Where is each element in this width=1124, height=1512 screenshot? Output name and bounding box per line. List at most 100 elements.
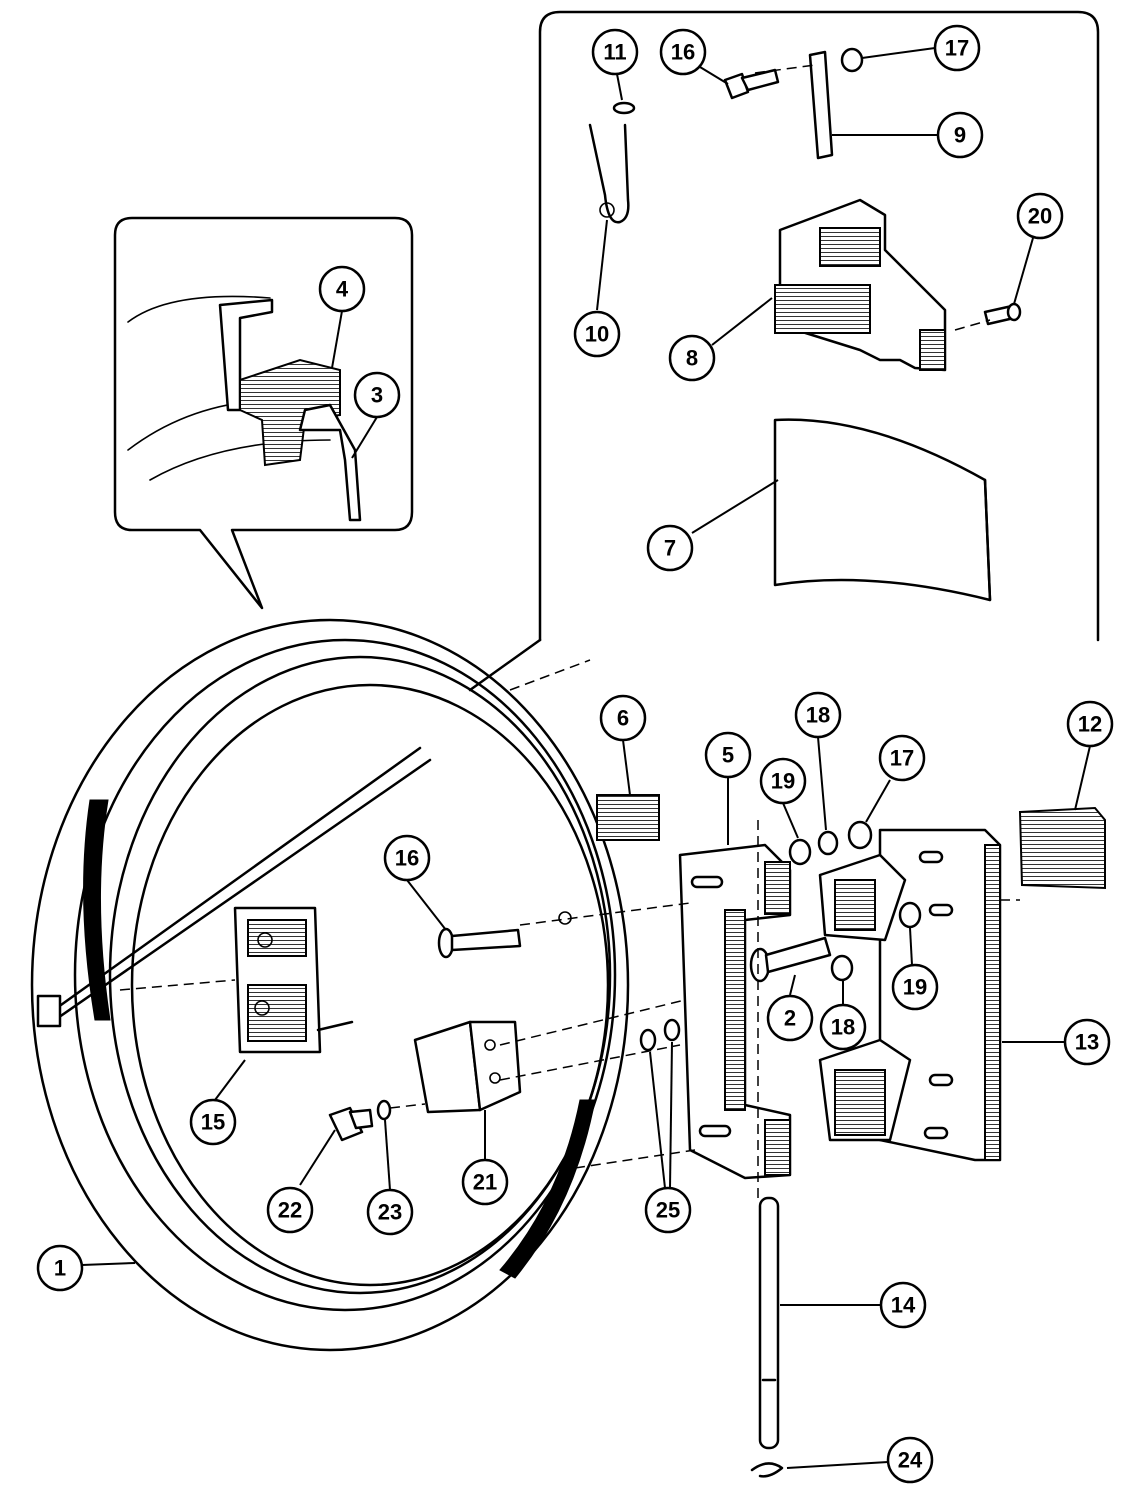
callout-20: 20	[1016, 192, 1064, 240]
callout-label: 9	[954, 123, 966, 148]
alignment-line-6	[499, 1044, 681, 1081]
hinge-pin	[758, 1196, 780, 1450]
pad-small	[596, 794, 660, 841]
hinge-arm	[678, 843, 792, 1180]
lock-block	[233, 906, 354, 1054]
latch-screw	[723, 68, 780, 100]
washer-left	[639, 1028, 657, 1052]
callout-label: 10	[585, 322, 609, 347]
callout-label: 23	[378, 1200, 402, 1225]
callout-2: 2	[766, 994, 814, 1042]
washer-right	[663, 1018, 681, 1042]
small-latch-screw	[983, 302, 1022, 326]
callout-23: 23	[366, 1188, 414, 1236]
latch-pin	[808, 50, 834, 160]
callout-label: 17	[890, 746, 914, 771]
callout-label: 13	[1075, 1030, 1099, 1055]
callout-3: 3	[353, 371, 401, 419]
lockwasher-18-top	[817, 830, 839, 856]
gasket-section-inset	[113, 216, 414, 610]
callout-label: 15	[201, 1110, 225, 1135]
callout-label: 19	[903, 975, 927, 1000]
alignment-line-8	[574, 1149, 696, 1169]
spring-clip-eye	[599, 202, 615, 218]
callout-7: 7	[646, 524, 694, 572]
detail-panel-frame	[538, 10, 1100, 642]
callout-label: 21	[473, 1170, 497, 1195]
small-screw	[328, 1106, 374, 1142]
mounting-bracket	[413, 1020, 522, 1114]
callout-label: 18	[806, 703, 830, 728]
alignment-line-2	[954, 319, 991, 331]
callout-label: 6	[617, 706, 629, 731]
callout-25: 25	[644, 1186, 692, 1234]
callout-22: 22	[266, 1186, 314, 1234]
callout-9: 9	[936, 111, 984, 159]
callout-19-top: 19	[759, 757, 807, 805]
callout-18-lower: 18	[819, 1003, 867, 1051]
callout-label: 8	[686, 346, 698, 371]
hinge-plate	[818, 828, 1002, 1162]
callout-label: 22	[278, 1198, 302, 1223]
retaining-clip	[750, 1462, 784, 1478]
callout-10: 10	[573, 310, 621, 358]
callout-label: 7	[664, 536, 676, 561]
callout-12: 12	[1066, 700, 1114, 748]
alignment-line-1	[754, 64, 816, 74]
washer-19-top	[788, 838, 812, 866]
latch-housing	[774, 198, 947, 372]
alignment-line-3	[519, 902, 691, 926]
hinge-screw	[749, 936, 832, 983]
callout-label: 5	[722, 743, 734, 768]
callout-label: 25	[656, 1198, 680, 1223]
callout-1: 1	[36, 1244, 84, 1292]
callout-5: 5	[704, 731, 752, 779]
door-ring	[30, 618, 630, 1352]
alignment-line-7	[389, 1103, 426, 1109]
callout-label: 18	[831, 1015, 855, 1040]
callout-label: 3	[371, 383, 383, 408]
handle-pad	[773, 418, 992, 602]
callout-label: 17	[945, 36, 969, 61]
callout-4: 4	[318, 265, 366, 313]
alignment-line-11	[509, 659, 591, 691]
callout-14: 14	[879, 1281, 927, 1329]
callout-17-latch: 17	[933, 24, 981, 72]
callout-18-top: 18	[794, 691, 842, 739]
spring-clip	[588, 123, 630, 224]
callout-label: 14	[891, 1293, 916, 1318]
latch-nut	[840, 47, 864, 73]
callout-24: 24	[886, 1436, 934, 1484]
small-ring	[612, 101, 636, 115]
washer-small	[376, 1099, 392, 1121]
callout-label: 24	[898, 1448, 923, 1473]
nut-17-top	[847, 820, 873, 850]
callout-8: 8	[668, 334, 716, 382]
callout-11: 11	[591, 28, 639, 76]
callout-16-door: 16	[383, 834, 431, 882]
callout-17-hinge: 17	[878, 734, 926, 782]
callout-label: 16	[671, 40, 695, 65]
callout-label: 16	[395, 846, 419, 871]
callout-label: 2	[784, 1006, 796, 1031]
callout-leaders	[81, 47, 1091, 1469]
callout-label: 19	[771, 769, 795, 794]
door-screw	[437, 927, 522, 959]
callout-16-latch: 16	[659, 28, 707, 76]
callout-label: 11	[603, 40, 626, 65]
alignment-line-4	[119, 979, 236, 991]
callout-15: 15	[189, 1098, 237, 1146]
callout-label: 12	[1078, 712, 1102, 737]
pad-large	[1018, 806, 1106, 890]
callout-6: 6	[599, 694, 647, 742]
alignment-line-5	[499, 999, 686, 1046]
callout-label: 4	[336, 277, 349, 302]
panel-pointer	[468, 638, 542, 692]
callout-label: 1	[54, 1256, 66, 1281]
callout-21: 21	[461, 1158, 509, 1206]
callout-label: 20	[1028, 204, 1052, 229]
callout-19-lower: 19	[891, 963, 939, 1011]
callout-13: 13	[1063, 1018, 1111, 1066]
nut-18-lower	[830, 954, 854, 982]
